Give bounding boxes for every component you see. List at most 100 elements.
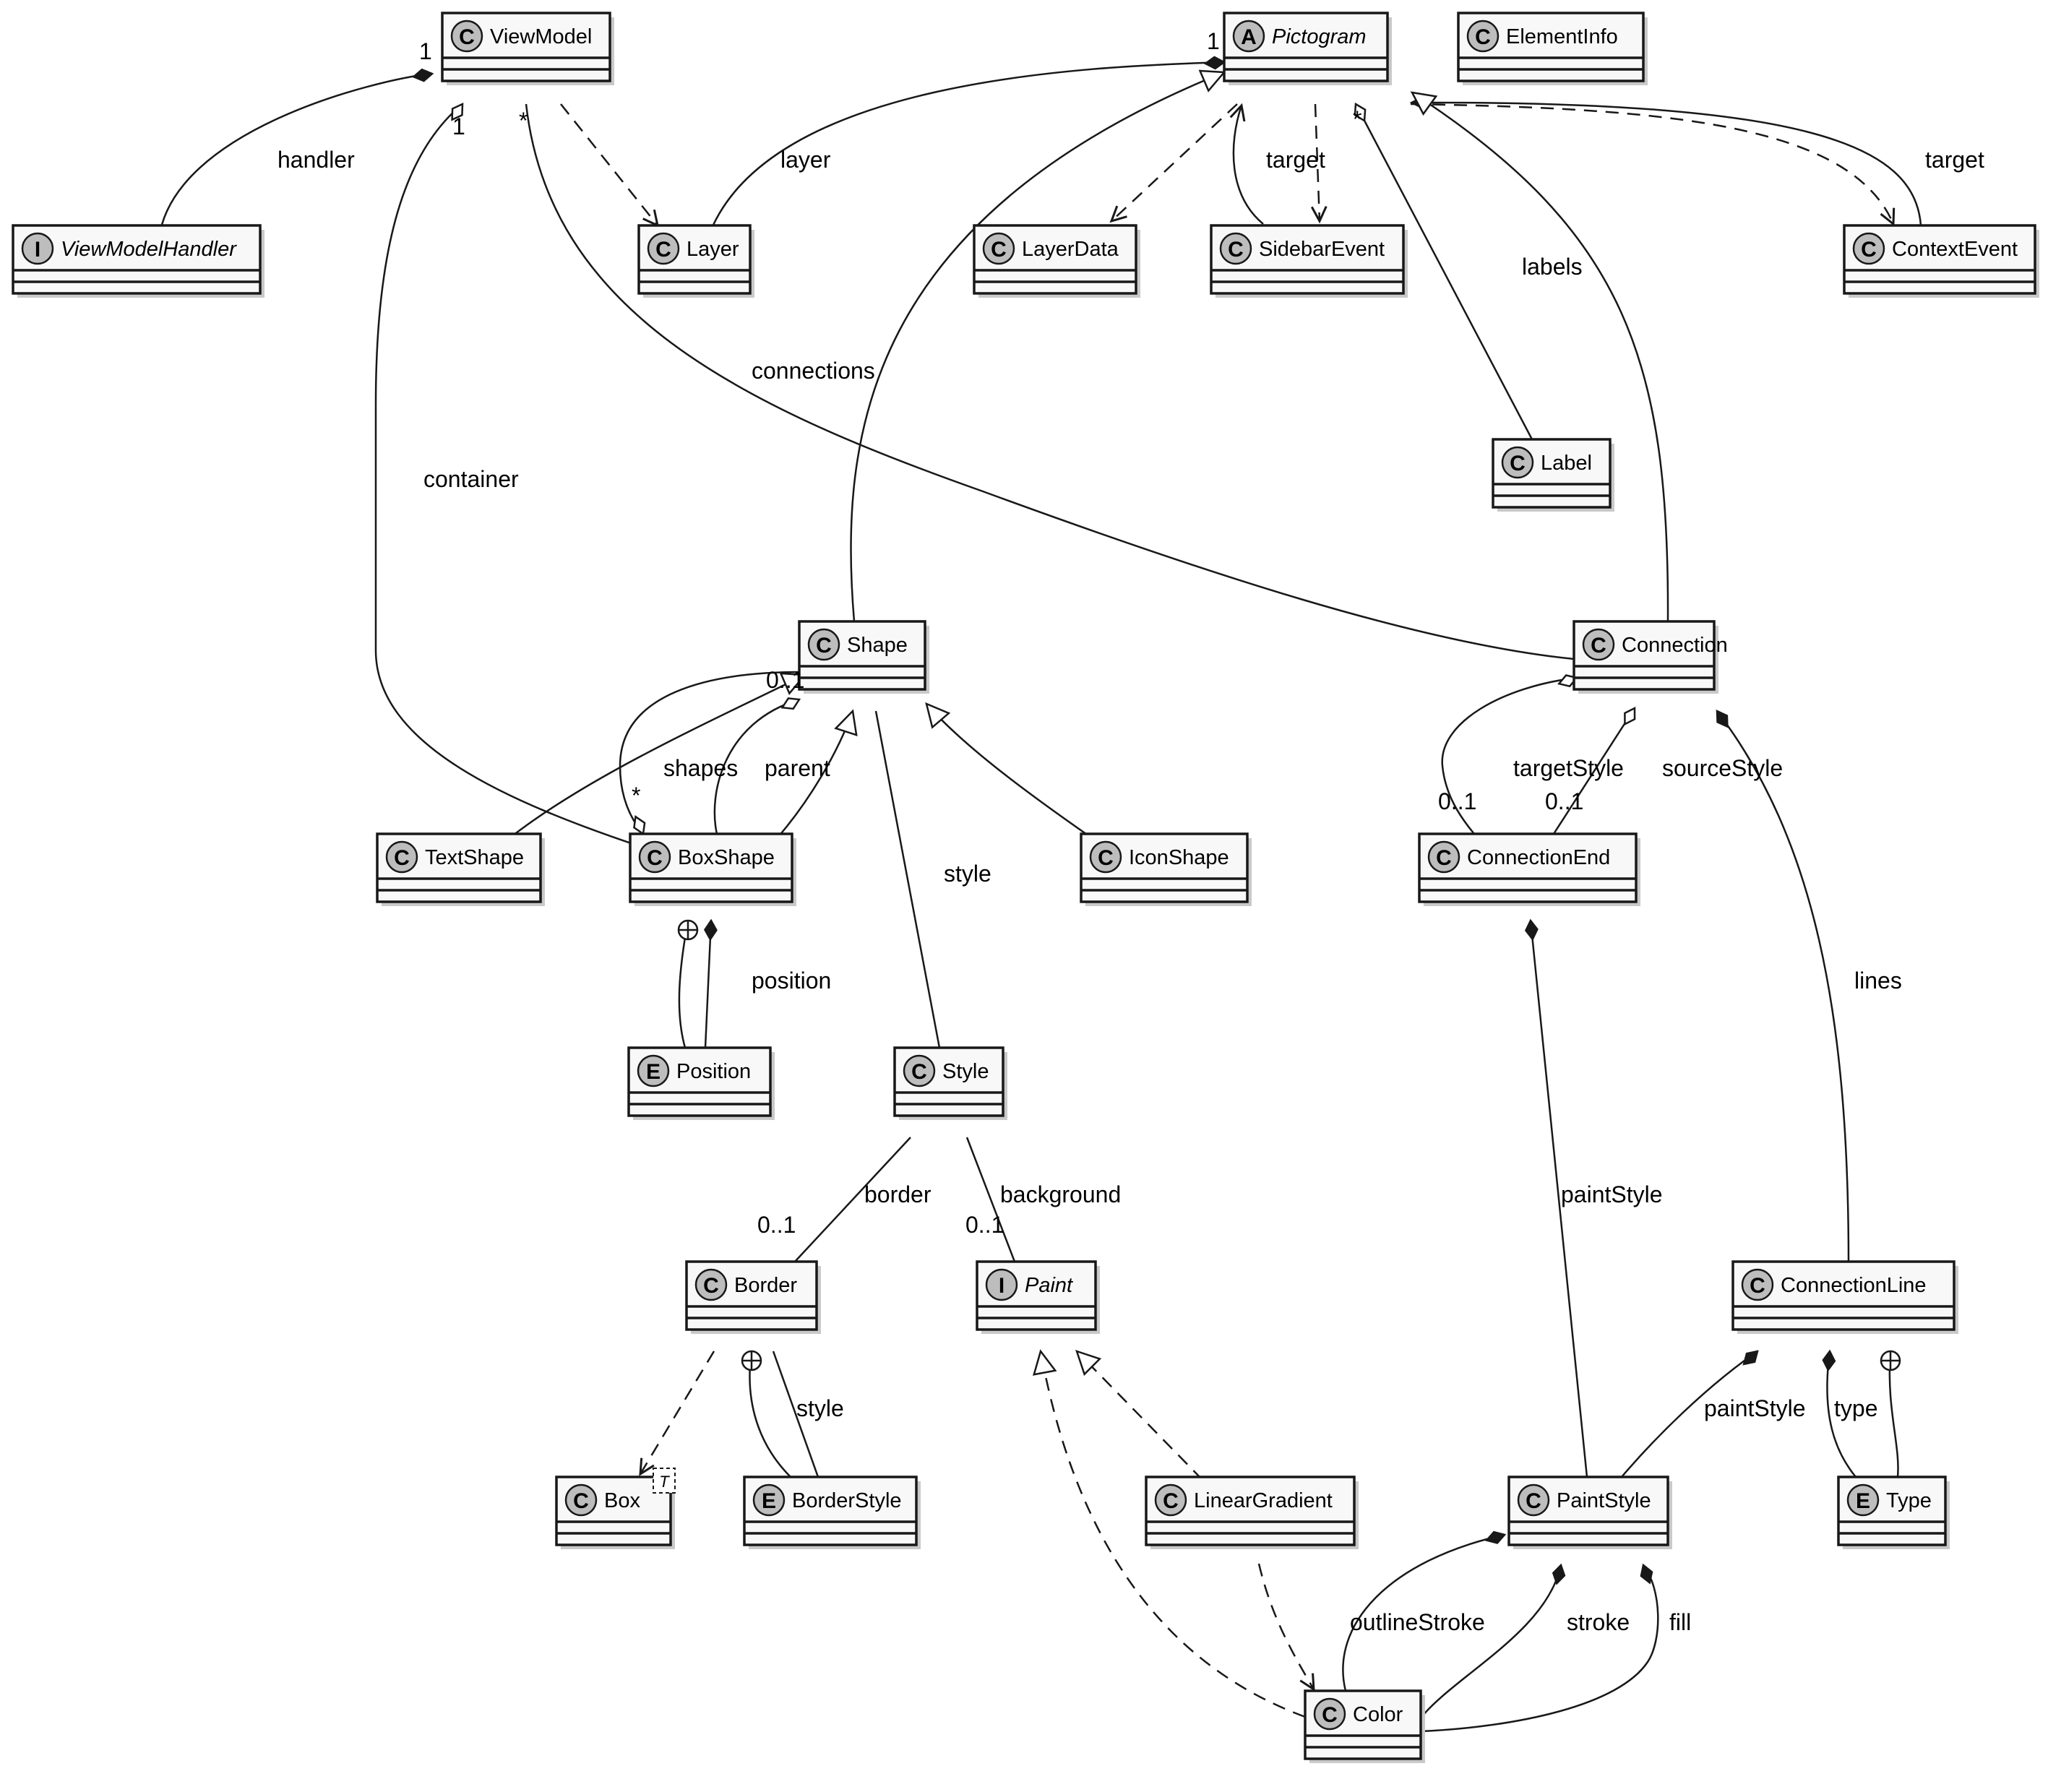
class-name: Style: [942, 1060, 989, 1083]
stereotype-icon: [385, 840, 418, 874]
stereotype-icon: [637, 1054, 670, 1087]
diamond-filled-marker: [1484, 1530, 1507, 1544]
relation-paint-style-color: [1419, 1563, 1566, 1720]
relation-line: [772, 1351, 819, 1478]
circle-cross-marker: [677, 919, 699, 941]
diamond-open-marker: [451, 103, 464, 121]
stereotype-icon: [1089, 840, 1122, 874]
stereotype-letter: C: [1750, 1274, 1765, 1298]
relation-context-event-pictogram: [1409, 94, 1922, 226]
relation-shape-style: [874, 710, 941, 1048]
relation-label: container: [423, 466, 519, 492]
relation-pictogram-sidebar-event: [1310, 103, 1328, 224]
relation-line: [926, 703, 1109, 851]
relation-label: shapes: [663, 755, 738, 781]
relation-paint-style-color: [1420, 1563, 1659, 1733]
stereotype-icon: [1466, 20, 1500, 53]
stereotype-letter: A: [1241, 25, 1257, 49]
class-name: ElementInfo: [1506, 25, 1618, 48]
relation-line: [1342, 1533, 1505, 1692]
stereotype-icon: [564, 1483, 598, 1517]
stereotype-icon: [1741, 1268, 1774, 1301]
relation-style-border: [794, 1137, 911, 1262]
relation-border-box: [639, 1351, 715, 1476]
class-name: Shape: [847, 634, 908, 657]
multiplicity-label: 0..1: [965, 1212, 1004, 1238]
relation-shape-box-shape: [619, 671, 801, 836]
arrow-open-marker: [639, 1457, 655, 1476]
stereotype-icon: [1501, 446, 1534, 479]
relation-line: [1552, 707, 1636, 835]
relation-line: [1314, 103, 1321, 222]
multiplicity-label: 1: [419, 38, 432, 64]
relation-line: [1420, 1564, 1659, 1733]
relation-pictogram-context-event: [1410, 103, 1896, 227]
relation-label: layer: [780, 147, 831, 173]
stereotype-letter: C: [991, 238, 1007, 262]
type-parameter: T: [659, 1473, 670, 1491]
relation-view-model-connection: [525, 103, 1575, 660]
relation-line: [1716, 710, 1850, 1262]
relation-connection-connection-end: [1552, 706, 1636, 835]
relation-line: [1410, 103, 1895, 225]
stereotype-icon: [903, 1054, 936, 1087]
class-name: ViewModelHandler: [61, 238, 237, 261]
relation-connection-connection-end: [1441, 674, 1579, 835]
relation-label: parent: [765, 755, 830, 781]
relation-line: [850, 71, 1225, 622]
relation-label: background: [1000, 1181, 1121, 1207]
relation-line: [1888, 1351, 1899, 1478]
stereotype-letter: E: [646, 1060, 661, 1084]
stereotype-letter: I: [999, 1274, 1004, 1298]
multiplicity-label: *: [519, 108, 528, 134]
stereotype-icon: [982, 232, 1015, 265]
triangle-hollow-marker: [834, 709, 858, 736]
relation-line: [498, 673, 806, 848]
relation-color-paint: [1033, 1349, 1306, 1718]
relation-line: [158, 72, 433, 239]
class-name: BorderStyle: [792, 1489, 902, 1512]
circle-cross-marker: [741, 1350, 762, 1371]
stereotype-icon: [647, 232, 680, 265]
diamond-filled-marker: [1716, 710, 1729, 728]
diamond-filled-marker: [1524, 918, 1539, 942]
relation-pictogram-layer: [707, 56, 1226, 238]
class-name: Layer: [687, 238, 739, 261]
stereotype-icon: [1154, 1483, 1187, 1517]
class-name: BoxShape: [678, 846, 775, 869]
class-name: SidebarEvent: [1259, 238, 1385, 261]
relation-connection-line-paint-style: [1621, 1350, 1759, 1478]
arrow-open-marker: [1299, 1673, 1315, 1692]
relation-label: targetStyle: [1513, 755, 1624, 781]
diamond-filled-marker: [412, 68, 434, 82]
multiplicity-label: 0..1: [1438, 788, 1476, 814]
stereotype-letter: C: [1163, 1489, 1179, 1513]
